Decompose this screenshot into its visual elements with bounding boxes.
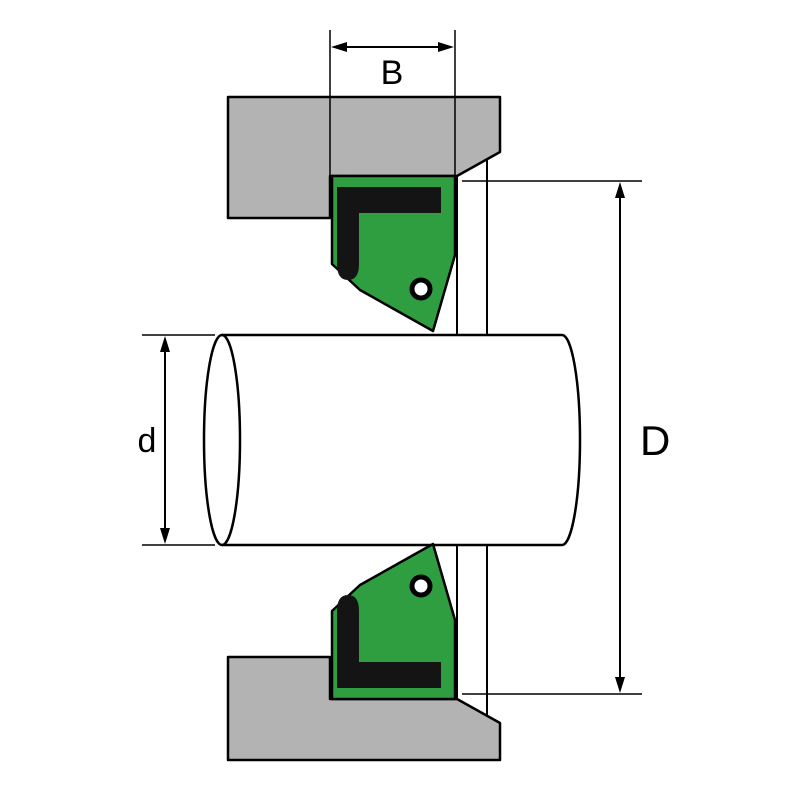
dim-D-arrowhead-bottom [615, 677, 625, 693]
dim-b-arrowhead-right [438, 42, 454, 52]
seal-upper [332, 176, 455, 331]
dim-d-arrowhead-bottom [160, 528, 170, 544]
shaft-right-end-arc [561, 333, 582, 547]
seal-lower [332, 544, 455, 699]
dim-d-label: d [138, 422, 157, 460]
dimension-bore-diameter: D [462, 180, 670, 695]
dimension-shaft-diameter: d [138, 334, 215, 546]
dim-d-arrowhead-top [160, 336, 170, 352]
dim-b-arrowhead-left [331, 42, 347, 52]
dim-b-label: B [381, 54, 404, 92]
dim-D-arrowhead-top [615, 182, 625, 198]
shaft-body [204, 335, 580, 545]
dimension-seal-width: B [329, 30, 456, 175]
shaft [202, 333, 582, 547]
dim-D-label: D [640, 417, 670, 464]
shaft-left-end-ellipse [202, 333, 242, 547]
